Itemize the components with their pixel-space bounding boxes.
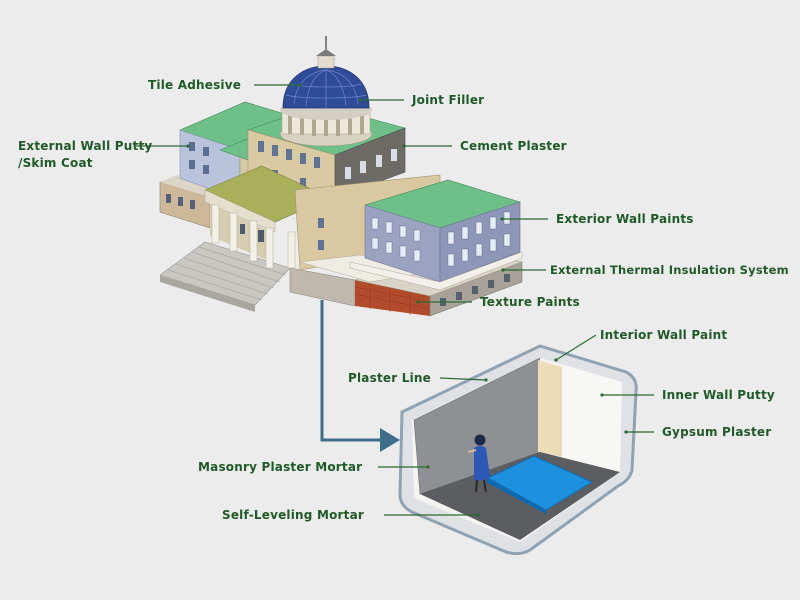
label-masonry-plaster-mortar: Masonry Plaster Mortar xyxy=(198,460,363,474)
label-joint-filler: Joint Filler xyxy=(412,93,485,107)
interior-paint-strip xyxy=(538,360,562,457)
room-cutaway-illustration xyxy=(398,344,638,556)
label-interior-wall-paint: Interior Wall Paint xyxy=(600,328,728,342)
label-tile-adhesive: Tile Adhesive xyxy=(148,78,242,92)
front-stairs xyxy=(159,241,291,312)
label-external-thermal-insulation: External Thermal Insulation System xyxy=(550,263,789,277)
label-cement-plaster: Cement Plaster xyxy=(460,139,567,153)
label-external-wall-putty: External Wall Putty /Skim Coat xyxy=(18,139,153,170)
connector-arrow xyxy=(320,300,400,452)
label-plaster-line: Plaster Line xyxy=(348,371,431,385)
label-texture-paints: Texture Paints xyxy=(480,295,580,309)
label-gypsum-plaster: Gypsum Plaster xyxy=(662,425,772,439)
cement-plaster-block xyxy=(334,127,406,199)
label-self-leveling-mortar: Self-Leveling Mortar xyxy=(222,508,365,522)
brick-base xyxy=(355,280,430,316)
exterior-wall xyxy=(439,201,521,283)
leader-lines xyxy=(136,84,654,516)
dome xyxy=(279,36,373,147)
label-inner-wall-putty: Inner Wall Putty xyxy=(662,388,775,402)
person-figure xyxy=(467,434,490,493)
label-exterior-wall-paints: Exterior Wall Paints xyxy=(556,212,694,226)
